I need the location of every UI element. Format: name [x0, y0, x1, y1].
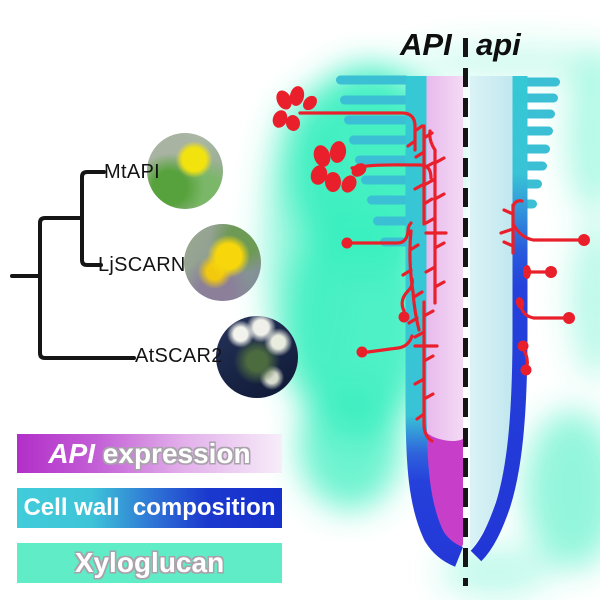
photo-lotus-flower	[184, 224, 261, 301]
aborted-thread-stub	[523, 265, 531, 279]
phylogenetic-tree	[10, 170, 136, 360]
legend-xyloglucan-text: Xyloglucan	[74, 547, 225, 578]
tree-outer-clade	[38, 216, 136, 360]
rhizobium-dot	[517, 340, 529, 352]
legend-cell-wall-text: Cell wall composition	[23, 494, 276, 521]
left-cell-wall	[405, 76, 464, 567]
tree-inner-clade	[80, 170, 106, 267]
rhizobium-dot	[341, 237, 353, 249]
tree-label-mtapi: MtAPI	[104, 161, 160, 183]
infection-elements	[272, 86, 590, 443]
rhizobium-dot	[545, 266, 557, 278]
rhizobium-dot	[356, 346, 368, 358]
legend-xyloglucan: Xyloglucan	[17, 543, 282, 583]
legend-cell-wall-composition: Cell wall composition	[17, 488, 282, 528]
infection-threads	[298, 111, 582, 443]
tree-label-atscar2: AtSCAR2	[135, 345, 223, 367]
left-root-hairs	[336, 75, 410, 247]
api-wildtype-root-half	[336, 75, 464, 567]
api-expression-tip-magenta	[426, 433, 463, 557]
api-mutant-root-half	[470, 76, 560, 562]
mutant-interior	[470, 76, 513, 548]
rhizobium-dot	[563, 312, 575, 324]
rhizobia-cluster-top	[272, 86, 317, 131]
tree-label-ljscarn: LjSCARN	[98, 254, 186, 276]
genotype-label-wildtype: API	[400, 27, 452, 62]
genotype-label-mutant: api	[476, 27, 521, 62]
rhizobium-dot	[398, 311, 410, 323]
legend-api-italic-text: API	[48, 437, 96, 469]
legend-api-expression: API expression	[17, 434, 282, 473]
rhizobium-dot	[520, 364, 532, 376]
legend-api-expression-text: expression	[95, 437, 251, 469]
right-cell-wall	[470, 76, 528, 562]
photo-arabidopsis-flower	[216, 316, 298, 398]
photo-medicago-flower	[147, 133, 223, 209]
rhizobium-dot	[578, 234, 590, 246]
